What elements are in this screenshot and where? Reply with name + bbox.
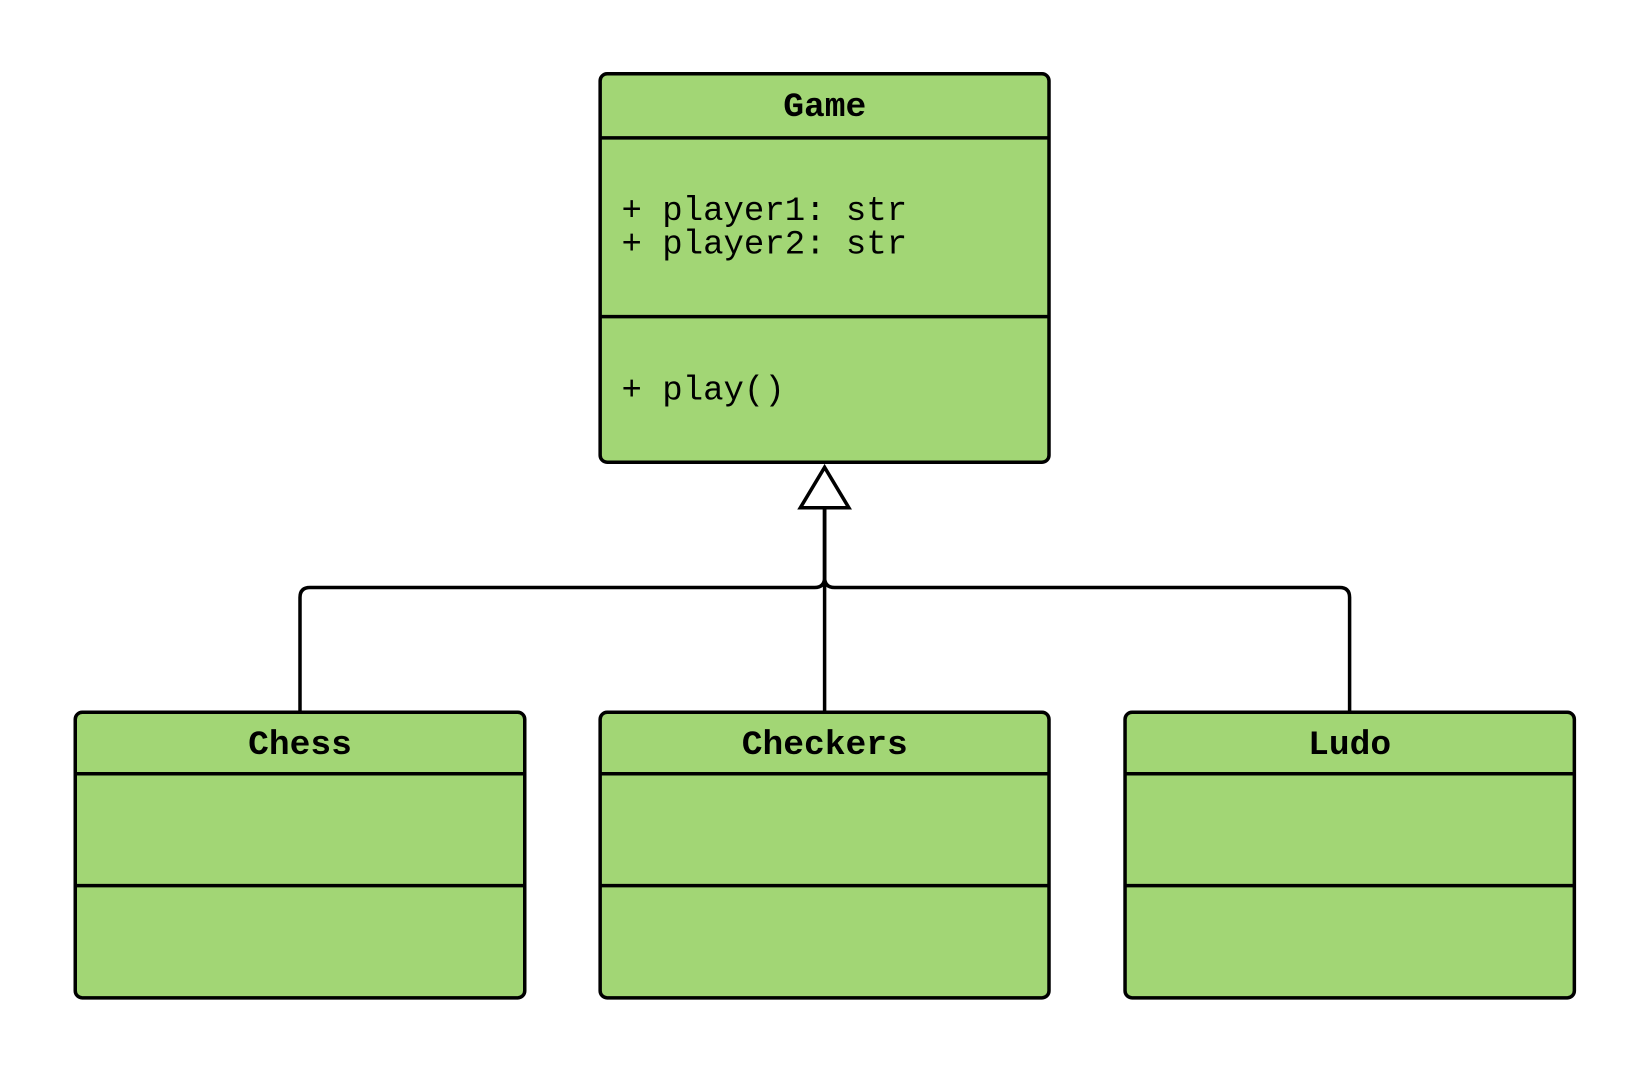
svg-text:Checkers: Checkers: [742, 726, 908, 765]
svg-text:+ play(): + play(): [622, 373, 785, 411]
svg-text:+ player2: str: + player2: str: [622, 227, 908, 265]
svg-text:Game: Game: [783, 88, 866, 127]
svg-text:+ player1: str: + player1: str: [622, 193, 908, 231]
svg-text:Ludo: Ludo: [1308, 726, 1391, 765]
svg-text:Chess: Chess: [248, 726, 352, 765]
